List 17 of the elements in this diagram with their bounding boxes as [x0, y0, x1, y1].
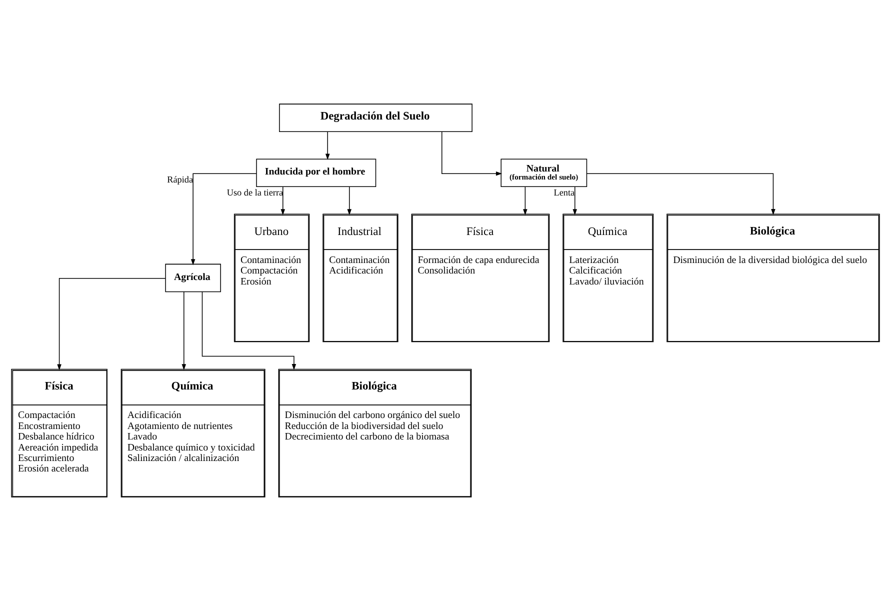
arrow [182, 291, 186, 370]
arrow [441, 131, 502, 176]
edge-label: Lenta [554, 188, 575, 198]
node-box: Inducida por el hombre [256, 158, 376, 187]
arrow [586, 173, 776, 216]
arrow [523, 186, 528, 216]
arrow [202, 292, 296, 370]
arrow [57, 278, 166, 370]
node-box: Natural (formación del suelo) [500, 158, 588, 187]
arrow [325, 131, 330, 160]
arrow [347, 186, 352, 216]
node-box: Degradación del Suelo [279, 104, 472, 132]
arrow [572, 186, 578, 216]
edge-label: Uso de la tierra [226, 188, 284, 198]
node-box: Agrícola [165, 264, 221, 292]
arrow [280, 186, 286, 216]
arrow [190, 173, 257, 266]
